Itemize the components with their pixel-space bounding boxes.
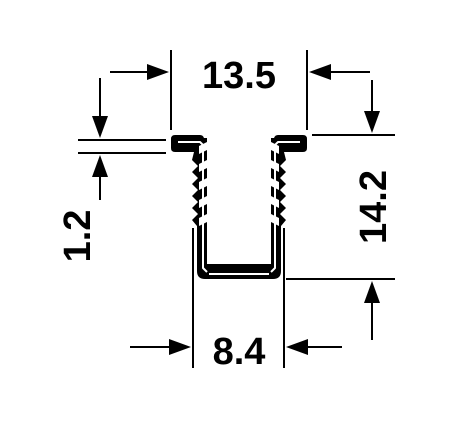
dimension-flange-thickness: 1.2 bbox=[57, 78, 166, 262]
arrow-up-icon bbox=[92, 155, 108, 177]
arrow-left-icon bbox=[309, 64, 331, 80]
arrow-down-icon bbox=[364, 111, 380, 133]
dimension-overall-height: 14.2 bbox=[286, 80, 395, 340]
arrow-right-icon bbox=[147, 64, 169, 80]
dimension-label-overall-height: 14.2 bbox=[353, 170, 395, 244]
arrow-left-icon bbox=[286, 339, 308, 355]
dimension-overall-width: 13.5 bbox=[110, 50, 370, 130]
u-channel-profile bbox=[171, 135, 307, 279]
profile-highlight-left bbox=[178, 141, 208, 273]
arrow-down-icon bbox=[92, 116, 108, 138]
profile-shape bbox=[171, 135, 307, 279]
dimension-label-overall-width: 13.5 bbox=[202, 55, 276, 97]
arrow-right-icon bbox=[169, 339, 191, 355]
arrow-up-icon bbox=[364, 281, 380, 303]
dimension-inner-width: 8.4 bbox=[130, 228, 342, 373]
profile-highlight-right bbox=[270, 141, 300, 273]
dimension-label-flange-thickness: 1.2 bbox=[57, 210, 99, 263]
dimension-label-inner-width: 8.4 bbox=[213, 331, 266, 373]
